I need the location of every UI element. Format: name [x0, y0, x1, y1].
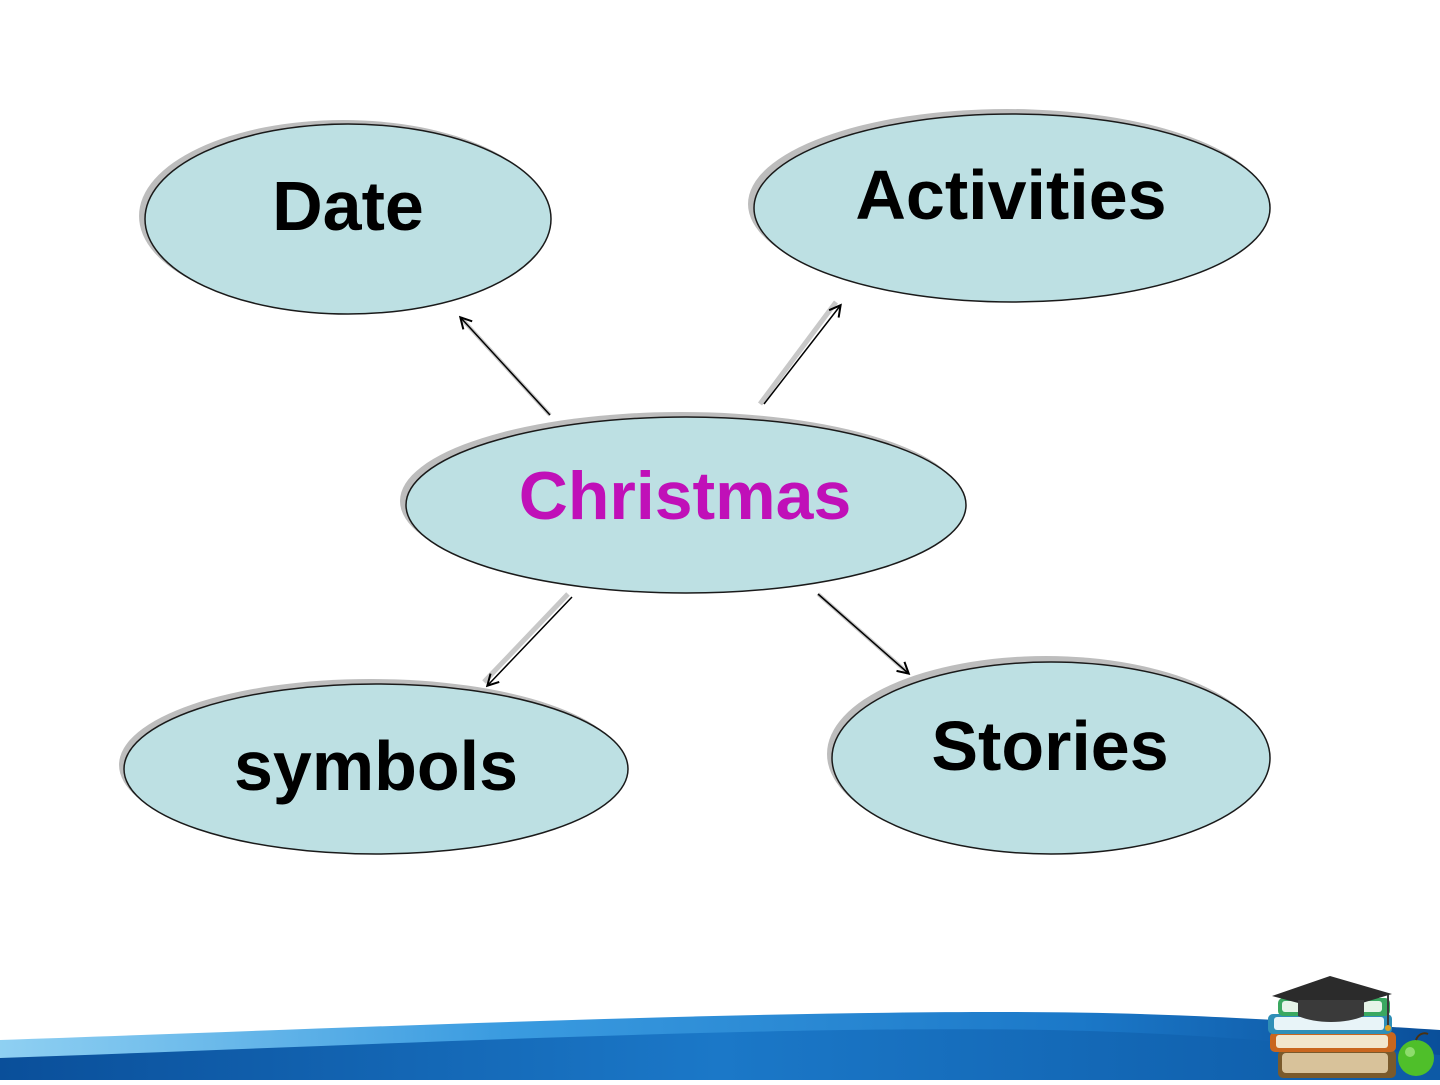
books-graduation-cap-apple-icon [1268, 976, 1434, 1078]
node-date-bubble [139, 120, 552, 315]
arrow-to-date-line [461, 318, 551, 416]
arrow-to-activities [763, 306, 840, 405]
arrow-to-symbols-shadow [482, 592, 570, 684]
arrow-to-activities-shadow [757, 300, 839, 406]
node-symbols-bubble [119, 679, 629, 855]
arrow-to-stories-line [817, 593, 908, 673]
node-stories-bubble [827, 656, 1271, 855]
node-date-label: Date [272, 167, 424, 245]
node-center-label: Christmas [518, 458, 852, 534]
node-symbols-label: symbols [234, 727, 518, 805]
footer-wave [0, 1012, 1440, 1080]
node-activities-bubble [748, 109, 1271, 303]
arrow-to-symbols [488, 596, 573, 685]
node-center-bubble [400, 412, 967, 594]
node-activities-label: Activities [855, 156, 1167, 234]
node-stories-label: Stories [931, 707, 1169, 785]
connectors [461, 300, 908, 685]
